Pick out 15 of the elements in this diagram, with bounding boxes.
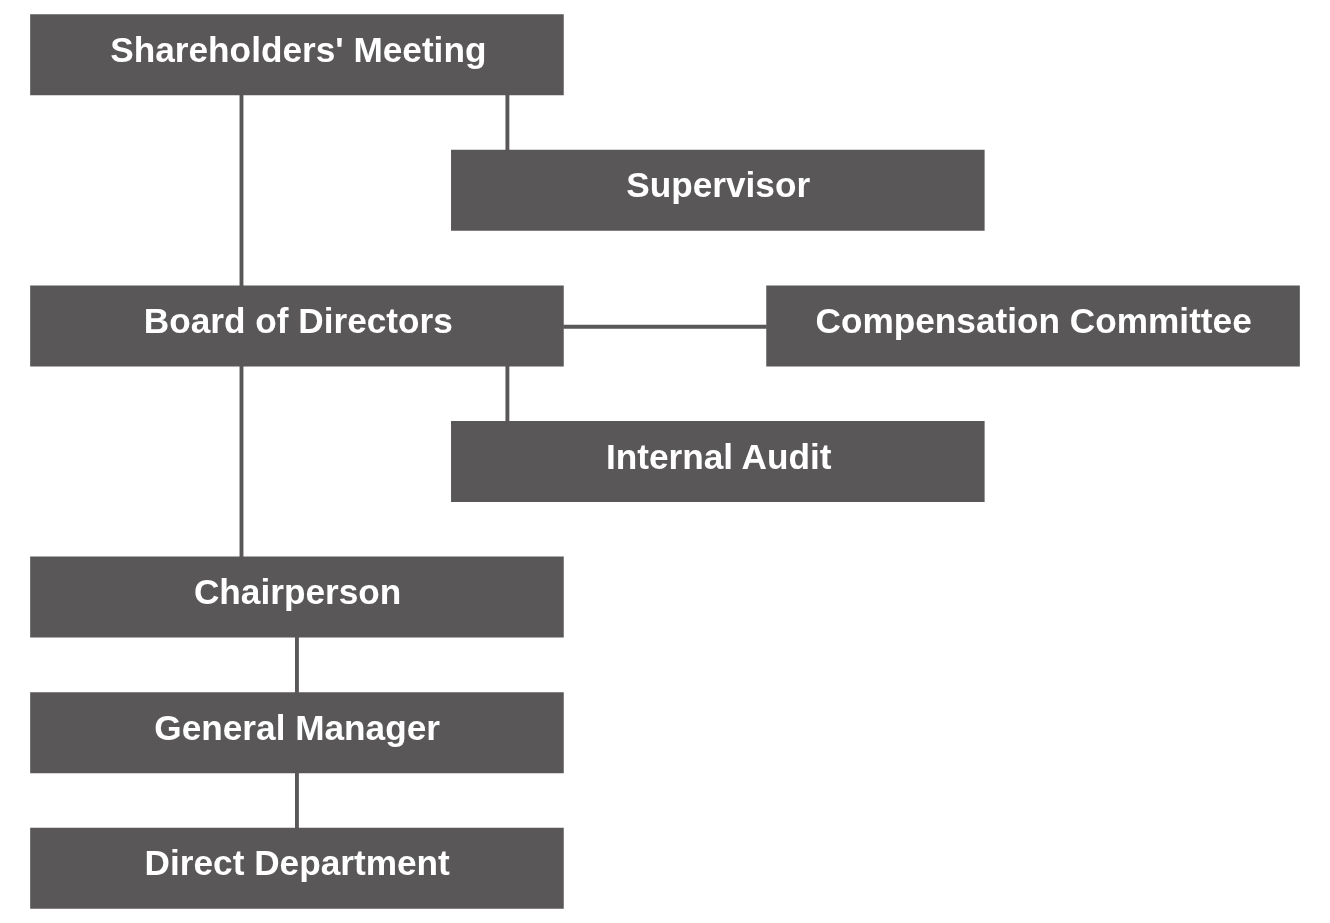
connector (563, 324, 767, 329)
node-box: Board of Directors (30, 285, 564, 367)
node-box: Compensation Committee (766, 285, 1300, 367)
connector (239, 365, 244, 558)
node-box: Direct Department (30, 827, 564, 909)
connector (505, 365, 510, 422)
node-box: General Manager (30, 692, 564, 774)
connector (295, 637, 299, 694)
connector (505, 94, 510, 151)
node-box: Internal Audit (451, 421, 985, 502)
connector (239, 94, 244, 287)
node-box: Shareholders' Meeting (30, 14, 564, 96)
node-box: Supervisor (451, 149, 985, 231)
node-box: Chairperson (30, 556, 564, 638)
connector (295, 772, 299, 829)
